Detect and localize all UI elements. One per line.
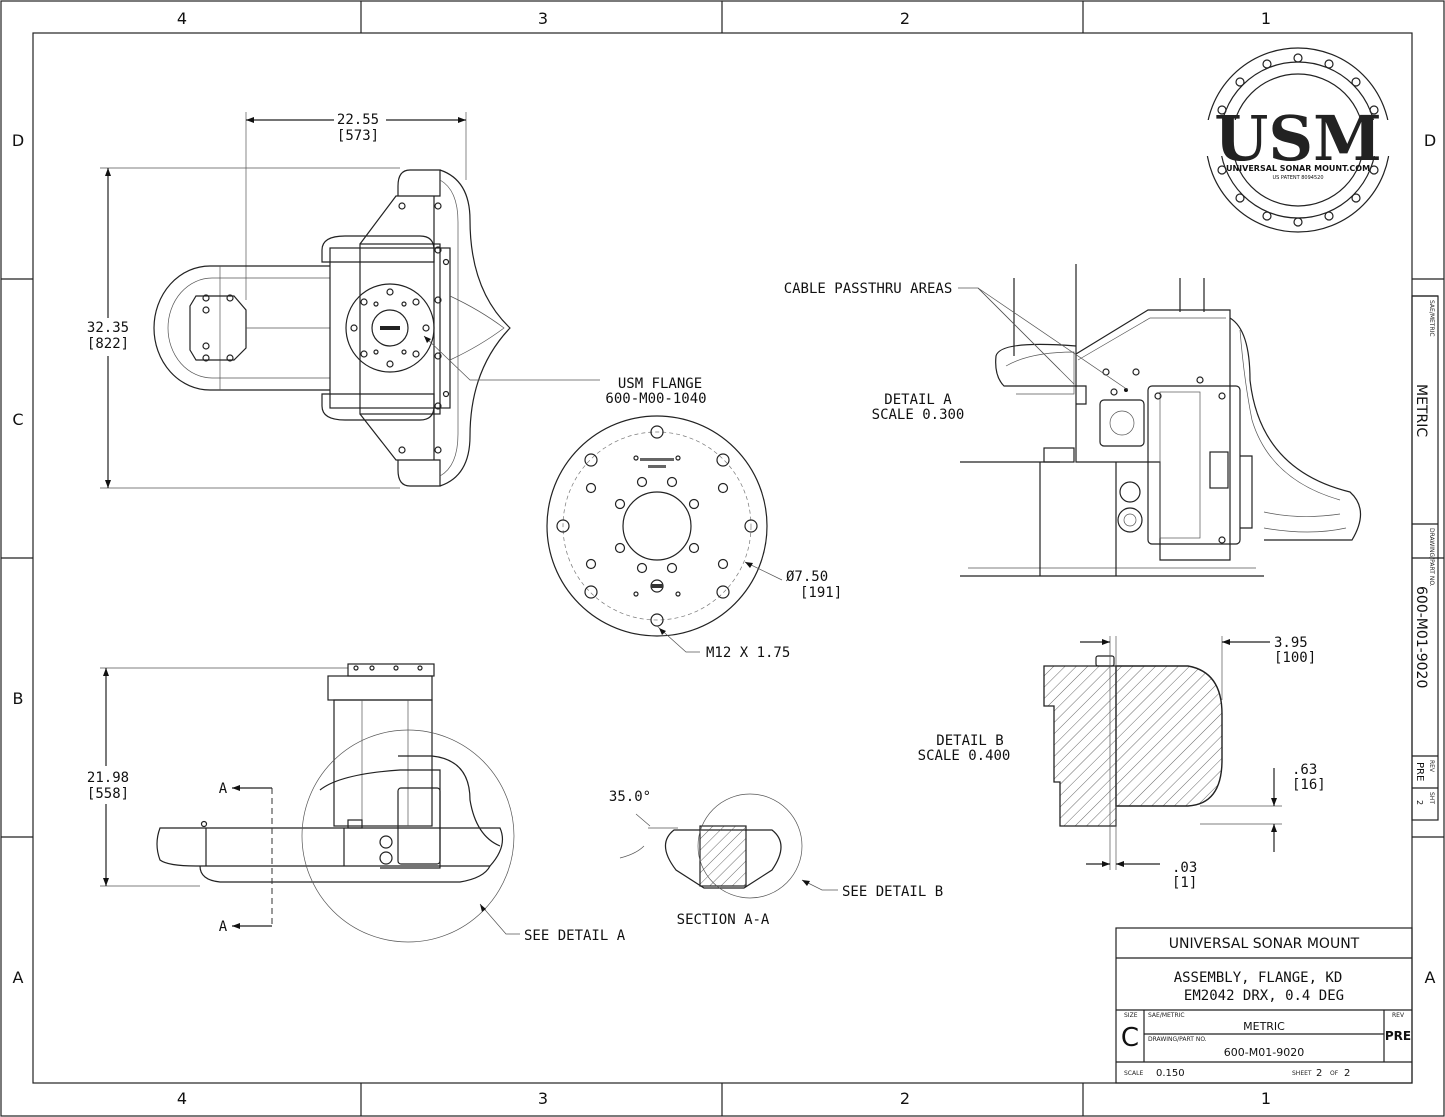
tb-drawing-part-label: DRAWING/PART NO. [1148, 1036, 1207, 1043]
dim-detail-b-gap: .03 [1172, 860, 1197, 876]
logo-patent: US PATENT 8094520 [1272, 175, 1323, 181]
side-view [100, 663, 520, 943]
dim-flange-dia: Ø7.50 [786, 569, 828, 585]
dim-flange-dia-mm: [191] [800, 585, 842, 601]
label-detail-b-scale: SCALE 0.400 [918, 748, 1011, 764]
label-usm-flange: USM FLANGE [618, 376, 702, 392]
logo-text: USM [1214, 102, 1381, 175]
logo-subtitle: UNIVERSAL SONAR MOUNT.COM [1226, 164, 1370, 173]
tb-sheet: 2 [1316, 1068, 1322, 1079]
dim-top-width-mm: [573] [337, 128, 379, 144]
strip-part-no: 600-M01-9020 [1413, 586, 1429, 688]
label-section-aa: SECTION A-A [677, 912, 770, 928]
tb-part-no: 600-M01-9020 [1224, 1046, 1304, 1059]
tb-scale-label: SCALE [1124, 1070, 1143, 1077]
tb-title-line1: ASSEMBLY, FLANGE, KD [1174, 970, 1343, 986]
section-marker-bottom: A [219, 919, 228, 935]
tb-sheet-label: SHEET [1292, 1070, 1312, 1077]
dim-detail-b-width-mm: [100] [1274, 650, 1316, 666]
dim-detail-b-thk: .63 [1292, 762, 1317, 778]
zone-col-4-bottom: 4 [177, 1089, 187, 1108]
dim-detail-b-gap-mm: [1] [1172, 875, 1197, 891]
strip-sae-metric-label: SAE/METRIC [1428, 300, 1435, 337]
section-marker-top: A [219, 781, 228, 797]
tb-title-line2: EM2042 DRX, 0.4 DEG [1184, 988, 1344, 1004]
tb-sae-metric-label: SAE/METRIC [1148, 1012, 1185, 1019]
zone-col-3-top: 3 [538, 9, 548, 28]
zone-col-2-top: 2 [900, 9, 910, 28]
dim-top-height-mm: [822] [87, 336, 129, 352]
zone-row-b-left: B [13, 689, 24, 708]
top-view: 22.55 [573] 32.35 [822] [87, 112, 600, 489]
flange-view [546, 415, 783, 653]
label-detail-a: DETAIL A [884, 392, 952, 408]
tb-size-label: SIZE [1124, 1012, 1138, 1019]
strip-sht: 2 [1415, 800, 1424, 805]
dim-side-height-mm: [558] [87, 786, 129, 802]
tb-sheet-total: 2 [1344, 1068, 1350, 1079]
tb-scale: 0.150 [1156, 1068, 1185, 1079]
tb-company: UNIVERSAL SONAR MOUNT [1169, 936, 1360, 952]
label-detail-a-scale: SCALE 0.300 [872, 407, 965, 423]
dim-detail-b-width: 3.95 [1274, 635, 1308, 651]
tb-rev-label: REV [1392, 1012, 1405, 1019]
dim-top-width: 22.55 [337, 112, 379, 128]
section-aa-view [619, 793, 838, 899]
zone-row-c-left: C [12, 410, 23, 429]
label-cable-passthru: CABLE PASSTHRU AREAS [784, 281, 953, 297]
strip-rev-label: REV [1428, 760, 1435, 773]
zone-col-1-bottom: 1 [1261, 1089, 1271, 1108]
strip-metric: METRIC [1413, 384, 1429, 437]
zone-row-d-left: D [12, 131, 24, 150]
tb-size: C [1121, 1023, 1139, 1053]
detail-a-view [958, 264, 1362, 577]
zone-col-4-top: 4 [177, 9, 187, 28]
label-detail-b: DETAIL B [936, 733, 1003, 749]
zone-row-a-right: A [1425, 968, 1436, 987]
side-title-strip [1411, 295, 1439, 821]
zone-row-a-left: A [13, 968, 24, 987]
zone-col-1-top: 1 [1261, 9, 1271, 28]
strip-rev: PRE [1414, 762, 1425, 781]
usm-logo: USM UNIVERSAL SONAR MOUNT.COM US PATENT … [1204, 47, 1392, 233]
tb-metric: METRIC [1243, 1020, 1285, 1033]
zone-row-d-right: D [1424, 131, 1436, 150]
tb-rev: PRE [1385, 1029, 1411, 1043]
label-usm-flange-pn: 600-M00-1040 [605, 391, 706, 407]
dim-angle: 35.0° [609, 789, 651, 805]
dim-side-height: 21.98 [87, 770, 129, 786]
tb-of-label: OF [1330, 1070, 1339, 1077]
label-see-detail-b: SEE DETAIL B [842, 884, 943, 900]
strip-sht-label: SHT [1428, 792, 1435, 804]
zone-col-2-bottom: 2 [900, 1089, 910, 1108]
title-block [1115, 927, 1413, 1084]
strip-drawing-part-label: DRAWING/PART NO. [1428, 528, 1435, 587]
label-see-detail-a: SEE DETAIL A [524, 928, 626, 944]
dim-detail-b-thk-mm: [16] [1292, 777, 1326, 793]
zone-col-3-bottom: 3 [538, 1089, 548, 1108]
dim-top-height: 32.35 [87, 320, 129, 336]
detail-b-view [1043, 636, 1282, 870]
dim-thread: M12 X 1.75 [706, 645, 790, 661]
